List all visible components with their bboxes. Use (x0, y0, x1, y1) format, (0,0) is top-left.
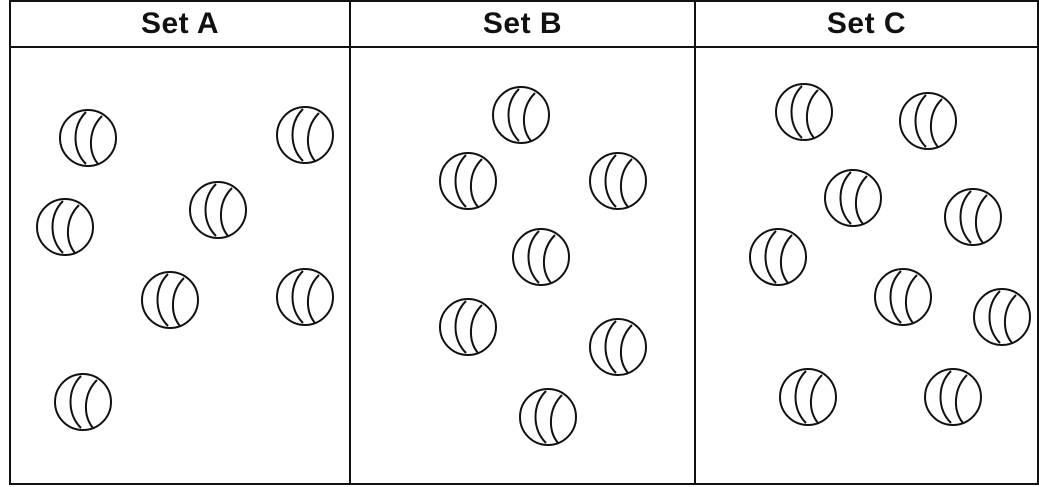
set-a-header: Set A (11, 2, 351, 48)
tennis-ball-icon (970, 285, 1034, 349)
tennis-ball-icon (586, 315, 650, 379)
tennis-ball-icon (941, 185, 1005, 249)
tennis-ball-icon (436, 149, 500, 213)
tennis-ball-icon (273, 103, 337, 167)
tennis-ball-icon (56, 106, 120, 170)
set-b-panel (351, 48, 696, 483)
tennis-ball-icon (776, 365, 840, 429)
set-a-panel (11, 48, 351, 483)
set-b-header: Set B (351, 2, 696, 48)
tennis-ball-icon (746, 225, 810, 289)
tennis-ball-icon (871, 265, 935, 329)
set-c-panel (696, 48, 1037, 483)
tennis-ball-icon (33, 195, 97, 259)
tennis-ball-icon (772, 80, 836, 144)
sets-table: Set A Set B Set C (9, 0, 1039, 485)
tennis-ball-icon (586, 149, 650, 213)
tennis-ball-icon (896, 89, 960, 153)
tennis-ball-icon (516, 385, 580, 449)
tennis-ball-icon (138, 268, 202, 332)
tennis-ball-icon (921, 365, 985, 429)
tennis-ball-icon (489, 83, 553, 147)
tennis-ball-icon (273, 265, 337, 329)
tennis-ball-icon (186, 178, 250, 242)
set-c-header: Set C (696, 2, 1037, 48)
tennis-ball-icon (509, 225, 573, 289)
tennis-ball-icon (51, 370, 115, 434)
tennis-ball-icon (436, 295, 500, 359)
tennis-ball-icon (821, 166, 885, 230)
